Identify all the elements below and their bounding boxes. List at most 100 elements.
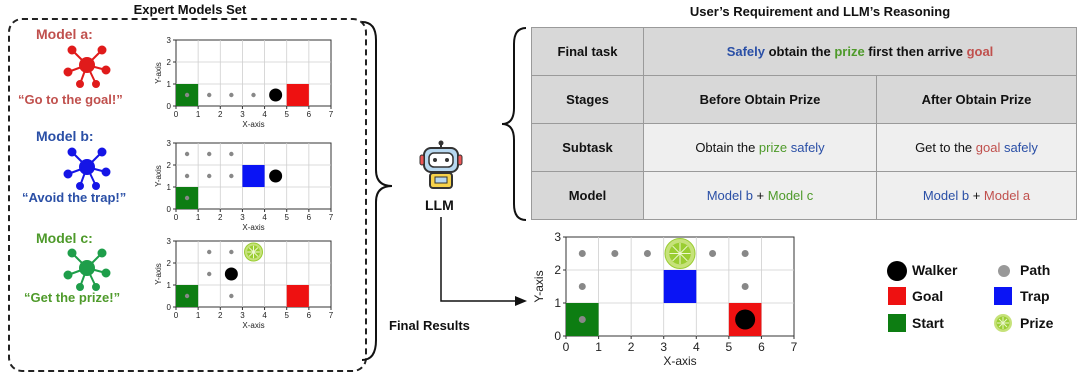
x-axis-label: X-axis <box>242 120 264 129</box>
start-legend-icon <box>888 314 906 332</box>
x-axis-label: X-axis <box>242 321 264 330</box>
path-dot <box>207 173 212 179</box>
y-tick-label: 0 <box>554 329 561 343</box>
path-dot <box>207 271 212 277</box>
y-tick-label: 2 <box>554 263 561 277</box>
stages-label: Stages <box>531 75 644 124</box>
x-tick-label: 1 <box>196 311 201 320</box>
x-tick-label: 7 <box>329 311 334 320</box>
path-dot <box>207 92 212 98</box>
y-tick-label: 0 <box>167 303 172 312</box>
x-tick-label: 1 <box>196 110 201 119</box>
model-b-title: Model b: <box>36 128 94 144</box>
trap-legend-icon <box>994 287 1012 305</box>
legend-goal: Goal <box>912 288 944 304</box>
x-tick-label: 3 <box>240 311 245 320</box>
y-tick-label: 2 <box>167 161 172 170</box>
walker-legend-icon <box>887 261 907 281</box>
expert-models-header: Expert Models Set <box>133 2 247 17</box>
y-tick-label: 3 <box>167 139 172 148</box>
path-dot <box>207 249 212 255</box>
trap-cell <box>663 270 697 303</box>
x-tick-label: 3 <box>660 340 667 354</box>
x-tick-label: 5 <box>284 311 289 320</box>
path-dot <box>251 92 256 98</box>
x-tick-label: 6 <box>758 340 765 354</box>
x-tick-label: 3 <box>240 213 245 222</box>
requirement-table: Final task Safely obtain the prize first… <box>531 27 1077 220</box>
stage-before: Before Obtain Prize <box>643 75 877 124</box>
path-dot <box>184 92 190 98</box>
y-tick-label: 0 <box>167 205 172 214</box>
x-tick-label: 0 <box>563 340 570 354</box>
x-tick-label: 0 <box>174 110 179 119</box>
table-brace <box>501 27 527 221</box>
path-dot <box>229 249 234 255</box>
x-tick-label: 4 <box>693 340 700 354</box>
path-dot <box>578 250 586 257</box>
walker-marker <box>269 88 283 102</box>
x-tick-label: 2 <box>218 110 223 119</box>
legend-trap: Trap <box>1020 288 1050 304</box>
robot-icon <box>419 140 463 189</box>
x-tick-label: 5 <box>726 340 733 354</box>
model-b-quote: “Avoid the trap!” <box>22 190 127 205</box>
prize-legend-icon <box>994 314 1012 332</box>
legend-path: Path <box>1020 262 1051 278</box>
prize-segment <box>672 245 688 262</box>
model-c-quote: “Get the prize!” <box>24 290 121 305</box>
path-dot <box>229 151 234 157</box>
x-tick-label: 3 <box>240 110 245 119</box>
walker-marker <box>735 309 756 330</box>
goal-cell <box>286 84 309 106</box>
subtask-after: Get to the goal safely <box>876 123 1077 172</box>
y-tick-label: 1 <box>167 281 172 290</box>
y-axis-label: Y-axis <box>154 165 163 187</box>
y-tick-label: 3 <box>167 36 172 45</box>
model-label: Model <box>531 171 644 220</box>
model-c-network-icon <box>63 248 111 291</box>
path-dot <box>184 151 190 157</box>
x-tick-label: 2 <box>628 340 635 354</box>
path-dot <box>709 250 717 257</box>
goal-cell <box>286 285 309 307</box>
y-tick-label: 2 <box>167 58 172 67</box>
path-dot <box>184 195 190 201</box>
model-c-title: Model c: <box>36 230 93 246</box>
walker-marker <box>269 169 283 183</box>
y-tick-label: 2 <box>167 259 172 268</box>
x-tick-label: 4 <box>262 110 267 119</box>
x-tick-label: 2 <box>218 213 223 222</box>
x-tick-label: 2 <box>218 311 223 320</box>
model-a-network-icon <box>63 45 111 88</box>
path-dot <box>741 283 749 290</box>
flow-arrow <box>440 217 527 306</box>
final-task-text: Safely obtain the prize first then arriv… <box>643 27 1077 76</box>
path-dot <box>611 250 619 257</box>
final-task-label: Final task <box>531 27 644 76</box>
model-a-quote: “Go to the goal!” <box>18 92 123 107</box>
x-tick-label: 4 <box>262 213 267 222</box>
path-legend-icon <box>998 265 1010 277</box>
model-b-network-icon <box>63 147 111 190</box>
path-dot <box>741 250 749 257</box>
x-tick-label: 0 <box>174 213 179 222</box>
y-tick-label: 0 <box>167 102 172 111</box>
prize-segment <box>248 247 259 257</box>
goal-legend-icon <box>888 287 906 305</box>
y-tick-label: 3 <box>554 230 561 244</box>
path-dot <box>207 151 212 157</box>
x-tick-label: 6 <box>307 110 312 119</box>
model-before: Model b + Model c <box>643 171 877 220</box>
panel-brace <box>361 21 393 361</box>
x-tick-label: 7 <box>329 213 334 222</box>
reasoning-header: User’s Requirement and LLM’s Reasoning <box>689 4 951 19</box>
path-dot <box>184 173 190 179</box>
model-after: Model b + Model a <box>876 171 1077 220</box>
stage-after: After Obtain Prize <box>876 75 1077 124</box>
subtask-before: Obtain the prize safely <box>643 123 877 172</box>
path-dot <box>578 283 586 290</box>
legend-walker: Walker <box>912 262 958 278</box>
